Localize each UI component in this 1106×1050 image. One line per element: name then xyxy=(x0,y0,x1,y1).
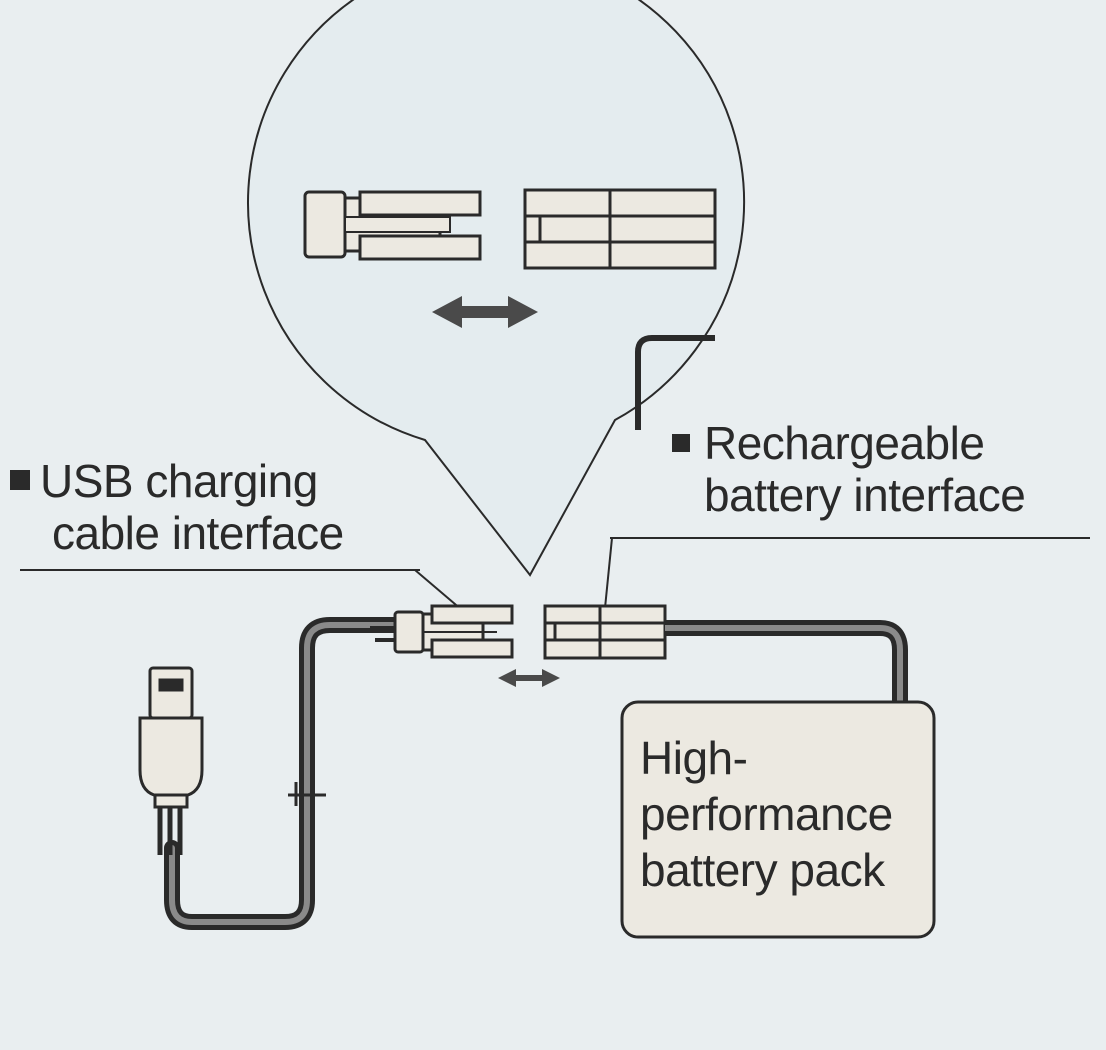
zoomed-cable xyxy=(635,335,715,430)
battery-pack-line-1: High- xyxy=(640,732,748,784)
usb-plug-icon xyxy=(138,666,204,809)
zoomed-usb-connector xyxy=(303,190,482,261)
battery-pack-line-2: performance xyxy=(640,788,893,841)
zoom-callout xyxy=(247,0,746,577)
battery-pack-box xyxy=(620,700,936,939)
usb-label-line-1: USB charging xyxy=(40,455,318,507)
usb-charging-label: USB charging cable interface xyxy=(10,455,344,559)
zoomed-battery-connector xyxy=(523,188,717,270)
usb-side-connector xyxy=(370,604,514,659)
battery-cable xyxy=(665,620,908,705)
bidirectional-arrow-icon xyxy=(498,669,560,687)
usb-label-line-2: cable interface xyxy=(52,506,344,559)
square-bullet-icon xyxy=(672,434,690,452)
battery-interface-label: Rechargeable battery interface xyxy=(672,417,1026,521)
battery-pack-line-3: battery pack xyxy=(640,844,885,897)
usb-wire-bundle xyxy=(157,805,183,855)
battery-interface-line-1: Rechargeable xyxy=(704,417,985,469)
battery-side-connector xyxy=(543,604,667,660)
usb-leader-line xyxy=(414,569,463,611)
bidirectional-arrow-icon xyxy=(432,296,538,328)
battery-pack-label: High- performance battery pack xyxy=(640,730,893,898)
battery-leader-line xyxy=(604,537,613,609)
cable-tie xyxy=(288,782,326,806)
callout-bubble xyxy=(247,0,746,577)
square-bullet-icon xyxy=(10,470,30,490)
usb-cable xyxy=(164,617,403,930)
battery-interface-line-2: battery interface xyxy=(704,468,1026,521)
